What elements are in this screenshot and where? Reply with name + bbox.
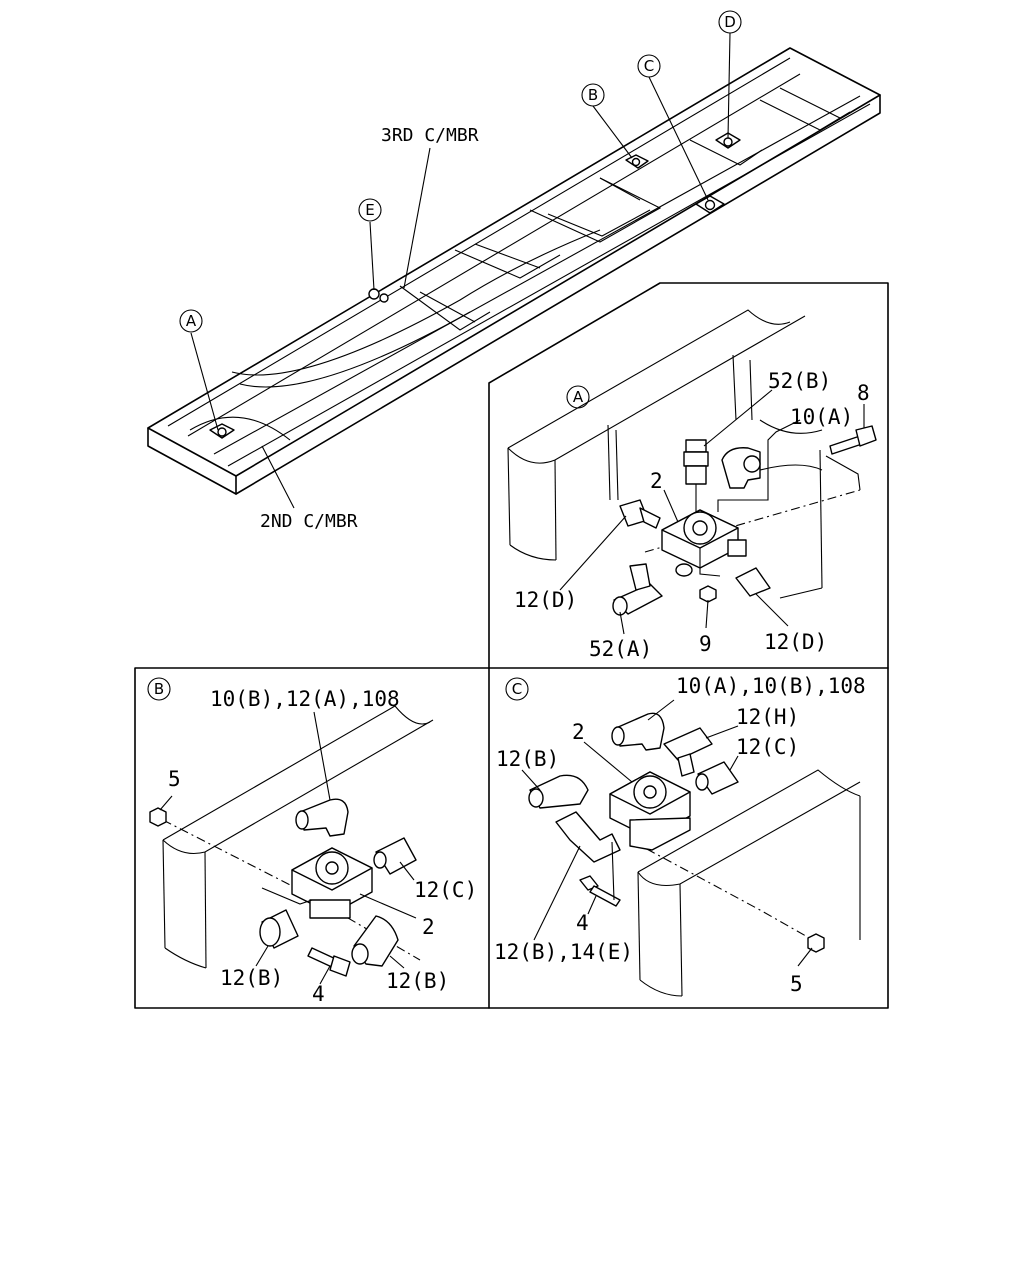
label-4-b: 4 bbox=[312, 982, 325, 1006]
label-52a: 52(A) bbox=[589, 637, 652, 661]
detail-a-id: A bbox=[573, 388, 584, 406]
bolt-4-b bbox=[307, 947, 351, 977]
nut-5-c bbox=[807, 933, 825, 953]
label-2-b: 2 bbox=[422, 915, 435, 939]
label-12c-b: 12(C) bbox=[414, 878, 477, 902]
label-12b14e-c: 12(B),14(E) bbox=[494, 940, 633, 964]
svg-text:D: D bbox=[724, 13, 736, 31]
label-3rd-crossmember: 3RD C/MBR bbox=[381, 125, 479, 146]
fitting-12c-b bbox=[373, 837, 417, 875]
label-12h-c: 12(H) bbox=[736, 705, 799, 729]
bolt-8 bbox=[829, 425, 877, 455]
label-12b-left-b: 12(B) bbox=[220, 966, 283, 990]
chassis-frame-overview bbox=[147, 32, 881, 509]
callout-b: B bbox=[581, 83, 605, 107]
label-2: 2 bbox=[650, 469, 663, 493]
nut-5-b bbox=[149, 807, 167, 827]
tee-52a bbox=[612, 563, 693, 616]
detail-b: B 10(B),12(A),108 5 12(C) 2 12(B) 4 12(B… bbox=[147, 677, 477, 1006]
valve-c-on-frame bbox=[695, 195, 725, 214]
detail-frames bbox=[134, 282, 889, 1009]
label-4-c: 4 bbox=[576, 911, 589, 935]
label-12b-right-b: 12(B) bbox=[386, 969, 449, 993]
label-b-top: 10(B),12(A),108 bbox=[210, 687, 400, 711]
label-8: 8 bbox=[857, 381, 870, 405]
fitting-12d-left bbox=[619, 499, 661, 529]
label-5-c: 5 bbox=[790, 972, 803, 996]
svg-text:B: B bbox=[588, 86, 598, 104]
callout-e: E bbox=[358, 198, 382, 222]
label-12d-right: 12(D) bbox=[764, 630, 827, 654]
nut-9 bbox=[699, 585, 717, 603]
valve-e-on-frame bbox=[368, 288, 389, 303]
callout-d: D bbox=[718, 10, 742, 34]
elbow-10a bbox=[721, 447, 761, 489]
label-2-c: 2 bbox=[572, 720, 585, 744]
relay-valve-c bbox=[609, 771, 691, 851]
detail-c-id: C bbox=[512, 680, 522, 698]
label-52b: 52(B) bbox=[768, 369, 831, 393]
label-c-top: 10(A),10(B),108 bbox=[676, 674, 866, 698]
fitting-12c-c bbox=[695, 761, 739, 795]
label-12b-c: 12(B) bbox=[496, 747, 559, 771]
elbow-12b-c bbox=[528, 774, 589, 809]
callout-a: A bbox=[179, 309, 203, 333]
label-12d-left: 12(D) bbox=[514, 588, 577, 612]
label-5-b: 5 bbox=[168, 767, 181, 791]
svg-text:A: A bbox=[186, 312, 197, 330]
elbow-top-b bbox=[295, 798, 349, 837]
svg-text:C: C bbox=[644, 57, 654, 75]
relay-valve-b bbox=[291, 847, 373, 919]
fitting-12d-right bbox=[735, 567, 771, 597]
elbow-12b-right bbox=[351, 915, 399, 967]
bolt-4-c bbox=[579, 875, 621, 907]
callout-c: C bbox=[637, 54, 661, 78]
label-9: 9 bbox=[699, 632, 712, 656]
plug-12b-left bbox=[259, 909, 299, 949]
fitting-52b bbox=[683, 439, 709, 512]
detail-a: A 52(B) 8 10(A) 2 12(D) 52(A) 9 12(D) bbox=[507, 309, 877, 661]
valve-a-on-frame bbox=[209, 423, 235, 439]
label-10a: 10(A) bbox=[790, 405, 853, 429]
relay-valve-a bbox=[661, 509, 747, 569]
detail-c: C 10(A),10(B),108 2 12(H) 12(B) 12(C) 4 … bbox=[494, 674, 866, 997]
elbow-12b14e-c bbox=[555, 811, 621, 863]
label-12c-c: 12(C) bbox=[736, 735, 799, 759]
elbow-top-c bbox=[611, 712, 665, 751]
label-2nd-crossmember: 2ND C/MBR bbox=[260, 511, 358, 532]
svg-text:E: E bbox=[365, 201, 374, 219]
detail-b-id: B bbox=[154, 680, 164, 698]
tee-12h-c bbox=[663, 727, 713, 777]
